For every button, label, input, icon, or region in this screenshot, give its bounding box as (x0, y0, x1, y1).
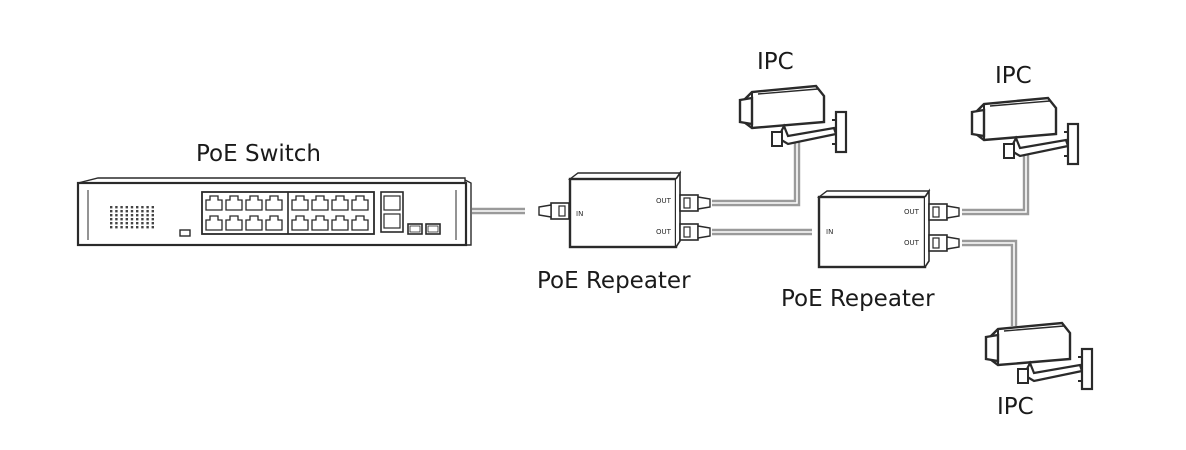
vent-hole (115, 214, 118, 217)
ipc-2-label: IPC (995, 63, 1032, 89)
vent-hole (146, 222, 149, 225)
vent-hole (115, 206, 118, 209)
poe-repeater-2-label: PoE Repeater (781, 286, 935, 312)
vent-hole (136, 210, 139, 213)
vent-hole (141, 222, 144, 225)
vent-hole (120, 206, 123, 209)
vent-hole (146, 226, 149, 229)
vent-hole (110, 222, 113, 225)
rj45-port (225, 215, 243, 231)
rj45-port (331, 215, 349, 231)
vent-hole (146, 218, 149, 221)
repeater2-out2-label: OUT (904, 239, 920, 247)
vent-hole (110, 226, 113, 229)
rj45-port (331, 195, 349, 211)
vent-hole (115, 222, 118, 225)
vent-hole (120, 210, 123, 213)
poe-repeater-1-label: PoE Repeater (537, 268, 691, 294)
repeater2-out1-label: OUT (904, 208, 920, 216)
vent-hole (125, 222, 128, 225)
power-led (179, 229, 191, 237)
rj45-port (205, 215, 223, 231)
vent-hole (125, 226, 128, 229)
cable-repeater2-ipc2 (962, 152, 1026, 212)
vent-hole (151, 222, 154, 225)
vent-hole (110, 210, 113, 213)
vent-hole (151, 210, 154, 213)
vent-hole (151, 214, 154, 217)
vent-hole (130, 210, 134, 213)
vent-hole (125, 206, 128, 209)
vent-hole (125, 218, 128, 221)
poe-switch-device (76, 177, 472, 247)
repeater2-connectors (928, 203, 960, 252)
vent-hole (130, 226, 134, 229)
vent-hole (146, 210, 149, 213)
vent-hole (136, 226, 139, 229)
vent-hole (115, 226, 118, 229)
rj45-port (351, 195, 369, 211)
vent-hole (125, 210, 128, 213)
vent-hole (115, 218, 118, 221)
rj45-port (265, 215, 283, 231)
cables (472, 140, 1030, 326)
vent-hole (136, 222, 139, 225)
vent-hole (151, 206, 154, 209)
vent-hole (120, 226, 123, 229)
cable-repeater1-ipc1 (712, 140, 797, 203)
poe-repeater-2-device: IN OUT OUT (816, 188, 931, 269)
poe-switch-label: PoE Switch (196, 141, 322, 167)
vent-hole (146, 206, 149, 209)
repeater1-out2-label: OUT (656, 228, 672, 236)
vent-hole (120, 222, 123, 225)
vent-hole (130, 222, 134, 225)
vent-hole (110, 214, 113, 217)
rj45-port (225, 195, 243, 211)
rj45-port (311, 215, 329, 231)
repeater1-in-label: IN (576, 210, 583, 218)
rj45-port (311, 195, 329, 211)
vent-hole (141, 226, 144, 229)
repeater2-in-label: IN (826, 228, 833, 236)
rj45-port (351, 215, 369, 231)
repeater1-out1-label: OUT (656, 197, 672, 205)
vent-hole (115, 210, 118, 213)
ipc-1-label: IPC (757, 49, 794, 75)
cable-repeater2-ipc3 (962, 239, 1018, 326)
rj45-port (245, 195, 263, 211)
vent-hole (151, 218, 154, 221)
vent-hole (141, 206, 144, 209)
vent-hole (151, 226, 154, 229)
vent-hole (110, 206, 113, 209)
vent-hole (130, 206, 134, 209)
vent-hole (130, 218, 134, 221)
vent-hole (141, 214, 144, 217)
rj45-port-array (205, 195, 369, 231)
ipc-camera-3 (984, 321, 1094, 391)
vent-hole (120, 218, 123, 221)
vent-hole (136, 214, 139, 217)
ipc-camera-2 (970, 96, 1080, 166)
rj45-port (291, 195, 309, 211)
vent-hole (141, 210, 144, 213)
vent-grid (110, 206, 154, 229)
ipc-3-label: IPC (997, 394, 1034, 420)
vent-hole (136, 206, 139, 209)
rj45-port (291, 215, 309, 231)
vent-hole (110, 218, 113, 221)
rj45-port (205, 195, 223, 211)
rj45-port (245, 215, 263, 231)
vent-hole (120, 214, 123, 217)
vent-hole (141, 218, 144, 221)
poe-repeater-1-device: IN OUT OUT (567, 170, 682, 249)
vent-hole (136, 218, 139, 221)
rj45-port (265, 195, 283, 211)
vent-hole (146, 214, 149, 217)
vent-hole (130, 214, 134, 217)
ipc-camera-1 (738, 84, 848, 154)
vent-hole (125, 214, 128, 217)
